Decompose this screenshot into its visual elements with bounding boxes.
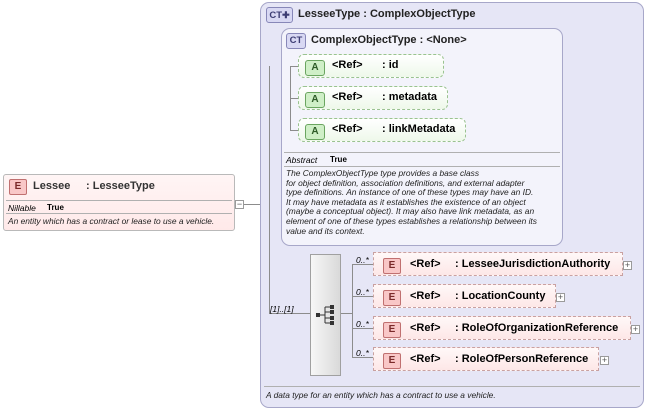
lessee-element-box[interactable]: E Lessee : LesseeType Nillable True An e…: [3, 174, 235, 231]
connector-line: [352, 357, 374, 358]
attribute-ref: <Ref>: [332, 123, 363, 135]
element-name: : LesseeJurisdictionAuthority: [455, 258, 611, 270]
attribute-badge: A: [305, 60, 325, 76]
connector-line: [290, 98, 300, 99]
description-line: for object definition, association defin…: [286, 177, 525, 188]
element-name: : RoleOfOrganizationReference: [455, 322, 619, 334]
divider: [264, 386, 640, 387]
expand-icon[interactable]: +: [600, 355, 609, 365]
sequence-occurrence: [1]..[1]: [270, 304, 294, 314]
expand-icon[interactable]: +: [556, 292, 565, 302]
occurrence-label: 0..*: [356, 348, 369, 358]
description-line: value and its context.: [286, 225, 365, 236]
element-name: Lessee: [33, 180, 71, 192]
connector-line: [290, 130, 300, 131]
occurrence-label: 0..*: [356, 255, 369, 265]
element-role-of-organization-reference[interactable]: E <Ref> : RoleOfOrganizationReference: [373, 316, 631, 340]
abstract-label: Abstract: [286, 155, 318, 165]
description-line: The ComplexObjectType type provides a ba…: [286, 168, 480, 178]
complex-object-type-title: ComplexObjectType : <None>: [311, 34, 467, 46]
attribute-badge: A: [305, 124, 325, 140]
element-ref: <Ref>: [410, 258, 441, 270]
collapse-icon[interactable]: −: [235, 199, 244, 209]
divider: [6, 200, 232, 201]
ct-plus-icon: CT✚: [266, 7, 293, 23]
connector-line: [341, 313, 352, 314]
element-lessee-jurisdiction-authority[interactable]: E <Ref> : LesseeJurisdictionAuthority: [373, 252, 623, 276]
connector-line: [352, 328, 374, 329]
element-type: : LesseeType: [86, 180, 155, 192]
description-line: type definitions. An instance of one of …: [286, 187, 534, 198]
nillable-label: Nillable: [8, 203, 36, 213]
attribute-name: : metadata: [382, 91, 438, 103]
description-line: element of one of these types establishe…: [286, 215, 537, 226]
connector-line: [352, 296, 374, 297]
connector-line: [269, 66, 270, 313]
attribute-ref: <Ref>: [332, 59, 363, 71]
nillable-value: True: [47, 203, 64, 212]
element-ref: <Ref>: [410, 322, 441, 334]
attribute-badge: A: [305, 92, 325, 108]
complex-object-type-description: The ComplexObjectType type provides a ba…: [286, 168, 562, 236]
divider: [284, 152, 560, 153]
connector-line: [244, 204, 260, 205]
element-badge: E: [383, 322, 401, 338]
element-name: : RoleOfPersonReference: [455, 353, 589, 365]
element-ref: <Ref>: [410, 290, 441, 302]
abstract-value: True: [330, 155, 347, 164]
ct-badge: CT: [286, 33, 306, 49]
element-location-county[interactable]: E <Ref> : LocationCounty: [373, 284, 556, 308]
attribute-name: : linkMetadata: [382, 123, 456, 135]
element-description: An entity which has a contract or lease …: [8, 216, 215, 226]
connector-line: [352, 264, 374, 265]
element-role-of-person-reference[interactable]: E <Ref> : RoleOfPersonReference: [373, 347, 599, 371]
element-badge: E: [9, 179, 27, 195]
sequence-compositor-icon: [316, 305, 334, 325]
element-badge: E: [383, 353, 401, 369]
lessee-type-footer: A data type for an entity which has a co…: [266, 390, 496, 400]
occurrence-label: 0..*: [356, 319, 369, 329]
description-line: It may have metadata as it establishes t…: [286, 196, 526, 207]
connector-line: [352, 264, 353, 357]
divider: [284, 166, 560, 167]
attribute-metadata[interactable]: A <Ref> : metadata: [298, 86, 448, 110]
description-line: (maybe a conceptual object). It may also…: [286, 206, 535, 217]
attribute-name: : id: [382, 59, 399, 71]
element-ref: <Ref>: [410, 353, 441, 365]
element-name: : LocationCounty: [455, 290, 546, 302]
expand-icon[interactable]: +: [623, 260, 632, 270]
divider: [6, 213, 232, 214]
expand-icon[interactable]: +: [631, 324, 640, 334]
connector-line: [290, 66, 300, 67]
occurrence-label: 0..*: [356, 287, 369, 297]
connector-line: [269, 313, 310, 314]
element-badge: E: [383, 290, 401, 306]
attribute-ref: <Ref>: [332, 91, 363, 103]
sequence-compositor[interactable]: [310, 254, 341, 376]
lessee-type-title: LesseeType : ComplexObjectType: [298, 8, 476, 20]
attribute-linkmetadata[interactable]: A <Ref> : linkMetadata: [298, 118, 466, 142]
attribute-id[interactable]: A <Ref> : id: [298, 54, 444, 78]
element-badge: E: [383, 258, 401, 274]
